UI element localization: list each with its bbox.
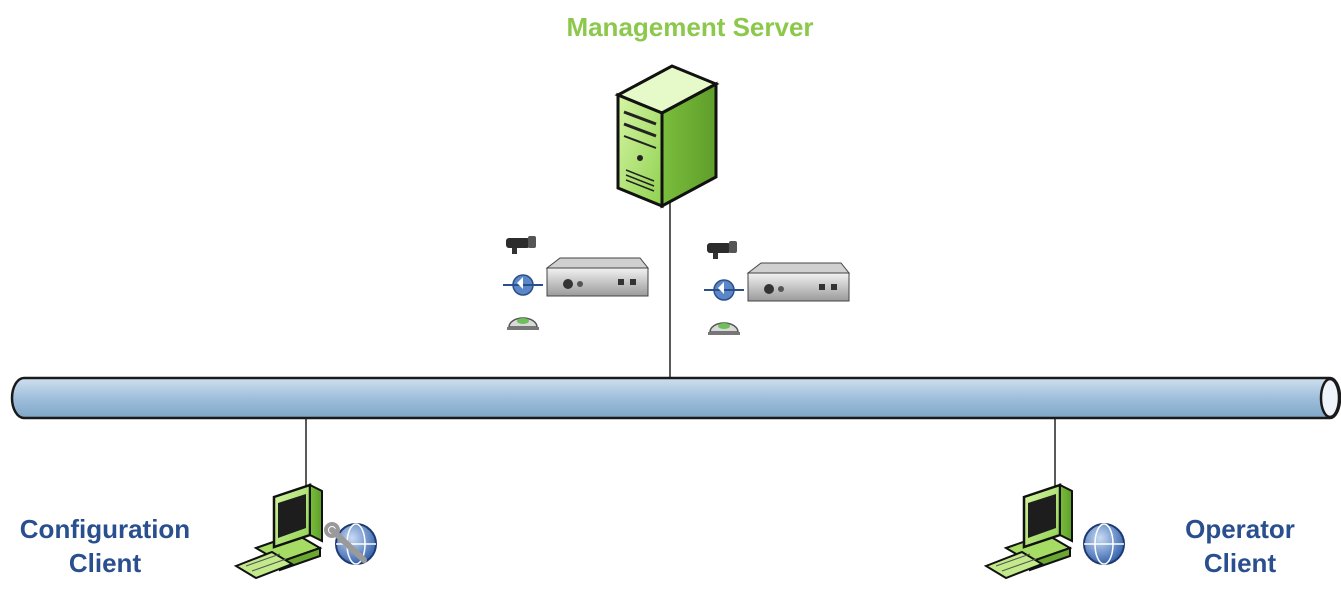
workstation-icon bbox=[233, 483, 323, 580]
configuration-client-label: Configuration Client bbox=[0, 512, 210, 580]
tower-server-icon bbox=[614, 64, 720, 209]
alarm-dome-icon bbox=[708, 322, 740, 335]
management-server-label: Management Server bbox=[566, 12, 814, 42]
globe-icon bbox=[1083, 523, 1125, 565]
workstation-icon bbox=[983, 483, 1073, 580]
encoder-group-left bbox=[503, 236, 650, 330]
alarm-dome-icon bbox=[507, 317, 539, 330]
decoder-disc-icon bbox=[503, 274, 543, 296]
operator-client-label: Operator Client bbox=[1140, 512, 1340, 580]
decoder-disc-icon bbox=[704, 279, 744, 301]
wrench-icon bbox=[324, 522, 367, 563]
configuration-client-workstation bbox=[233, 483, 377, 580]
operator-client-label-line2: Client bbox=[1203, 548, 1277, 578]
video-encoder-icon bbox=[545, 257, 650, 297]
operator-client-workstation bbox=[983, 483, 1125, 580]
configuration-client-label-line2: Client bbox=[68, 548, 142, 578]
network-backbone-pipe bbox=[10, 376, 1341, 420]
globe-icon bbox=[335, 523, 377, 565]
video-encoder-icon bbox=[746, 262, 851, 302]
operator-client-label-line1: Operator bbox=[1185, 514, 1295, 544]
configuration-client-label-line1: Configuration bbox=[19, 514, 191, 544]
camera-icon bbox=[506, 236, 536, 254]
camera-icon bbox=[707, 241, 737, 259]
encoder-group-right bbox=[704, 241, 851, 335]
